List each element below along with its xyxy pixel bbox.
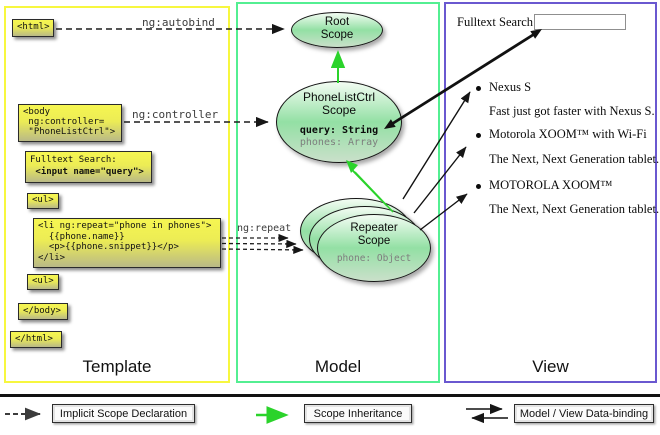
code-box-li-repeat: <li ng:repeat="phone in phones"> {{phone… [33, 218, 221, 268]
repeater-scope-title: Scope [357, 235, 391, 247]
root-scope-title: Scope [320, 29, 354, 41]
code-box-html-open: <html> [12, 19, 54, 37]
root-scope-title: Root [324, 16, 350, 28]
code-text: {{phone.name}} [38, 231, 125, 242]
code-text: "PhoneListCtrl"> [23, 127, 116, 137]
legend-label-model-view-binding: Model / View Data-binding [514, 404, 654, 423]
code-box-ul-1: <ul> [27, 193, 59, 209]
code-box-html-close: </html> [10, 331, 62, 348]
code-text: <li ng:repeat="phone in phones"> [38, 221, 212, 231]
scope-prop-phones: phones: Array [299, 137, 379, 148]
fulltext-search-input[interactable] [534, 14, 626, 30]
fulltext-search-label: Fulltext Search: [457, 15, 537, 29]
root-scope-ellipse: Root Scope [291, 12, 383, 48]
phonelistctrl-scope-ellipse: PhoneListCtrl Scope query: String phones… [276, 81, 402, 163]
code-box-body-close: </body> [18, 303, 68, 320]
code-text: ng:controller= [23, 117, 105, 127]
code-text: Fulltext Search: [30, 155, 117, 165]
edge-label-ng-controller: ng:controller [132, 108, 219, 121]
code-text: </html> [15, 334, 53, 344]
code-text: <ul> [32, 276, 54, 286]
phonelistctrl-scope-title: PhoneListCtrl [302, 90, 376, 104]
edge-label-ng-autobind: ng:autobind [142, 16, 215, 29]
template-panel-label: Template [82, 357, 152, 376]
scope-prop-query: query: String [299, 125, 379, 136]
code-text: <p>{{phone.snippet}}</p> [38, 242, 179, 252]
code-text: <html> [17, 22, 50, 32]
view-item-snippet: Fast just got faster with Nexus S. [489, 104, 655, 118]
view-panel-label: View [532, 357, 569, 376]
view-item-title: Motorola XOOM™ with Wi-Fi [489, 127, 647, 141]
view-item-title: Nexus S [489, 80, 532, 94]
legend-label-scope-inheritance: Scope Inheritance [304, 404, 412, 423]
bullet-icon [476, 133, 481, 138]
code-text: </body> [23, 306, 61, 316]
bullet-icon [476, 86, 481, 91]
code-text: <body [23, 107, 51, 117]
code-box-ul-2: <ul> [27, 274, 59, 290]
repeater-scope-title: Repeater [350, 222, 398, 234]
edge-label-ng-repeat: ng:repeat [237, 223, 292, 234]
view-item-snippet: The Next, Next Generation tablet. [489, 152, 660, 166]
repeater-scope-ellipse: Repeater Scope phone: Object [317, 214, 431, 282]
code-text: <input name="query"> [30, 167, 144, 177]
view-item-title: MOTOROLA XOOM™ [489, 178, 613, 192]
code-box-fulltext-input: Fulltext Search: <input name="query"> [25, 151, 152, 183]
scope-prop-phone: phone: Object [336, 253, 412, 264]
code-text: </li> [38, 252, 66, 263]
model-panel-label: Model [314, 357, 362, 376]
phonelistctrl-scope-title: Scope [321, 103, 357, 117]
code-text: <ul> [32, 195, 54, 205]
view-item-snippet: The Next, Next Generation tablet. [489, 202, 660, 216]
code-box-body-open: <body ng:controller= "PhoneListCtrl"> [18, 104, 122, 142]
model-panel: Model [236, 2, 440, 383]
legend-label-implicit-scope: Implicit Scope Declaration [52, 404, 195, 423]
bullet-icon [476, 184, 481, 189]
